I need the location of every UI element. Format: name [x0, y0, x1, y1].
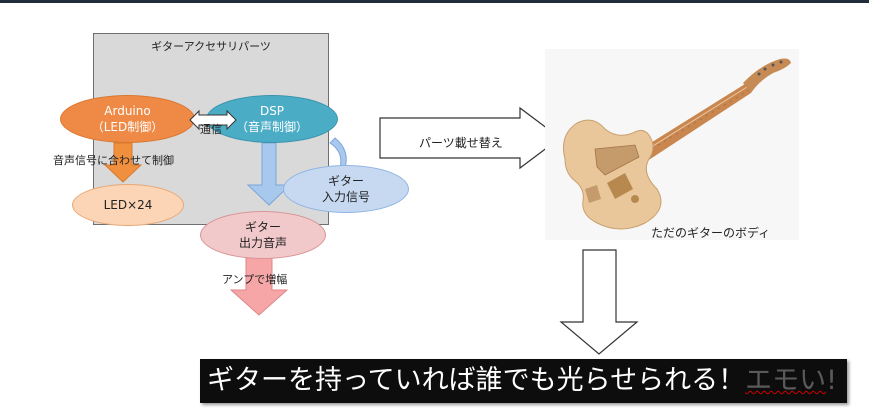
amp-label: アンプで増幅 — [222, 273, 288, 286]
comm-label: 通信 — [200, 123, 222, 136]
banner — [200, 359, 847, 403]
arrow-down-to-banner — [559, 249, 639, 355]
guitar-body-image — [563, 58, 791, 230]
led-label: LED×24 — [103, 198, 153, 212]
banner-main: ギターを持っていれば誰でも光らせられる！ — [207, 365, 746, 396]
dsp-line2: （音声制御） — [235, 120, 308, 134]
dsp-line1: DSP — [259, 104, 285, 118]
arrow-input-curve — [329, 137, 347, 169]
dsp-node: DSP （音声制御） — [206, 95, 338, 143]
guitar-caption: ただのギターのボディ — [651, 226, 771, 240]
sync-label: 音声信号に合わせて制御 — [53, 154, 174, 167]
arrow-parts-swap — [379, 106, 561, 170]
box-title: ギターアクセサリパーツ — [151, 40, 271, 53]
banner-faint: エモい — [745, 365, 827, 396]
guitar-output-node: ギター 出力音声 — [200, 211, 326, 259]
banner-tail: ! — [826, 365, 837, 396]
swap-label: パーツ載せ替え — [419, 136, 503, 150]
arrow-dsp-to-output — [246, 142, 292, 206]
arduino-line2: （LED制御） — [91, 120, 164, 134]
arrow-arduino-to-led — [103, 142, 143, 183]
output-line2: 出力音声 — [238, 236, 287, 250]
arduino-node: Arduino （LED制御） — [60, 95, 195, 143]
led-node: LED×24 — [72, 184, 184, 226]
guitar-input-node: ギター 入力信号 — [283, 165, 409, 213]
input-line2: 入力信号 — [321, 190, 370, 204]
input-line1: ギター — [327, 174, 364, 188]
banner-text: ギターを持っていれば誰でも光らせられる！エモい! — [207, 364, 837, 398]
output-line1: ギター — [244, 220, 281, 234]
comm-arrow — [189, 109, 237, 131]
guitar-body-photo — [545, 49, 799, 240]
arduino-line1: Arduino — [104, 104, 151, 118]
arrow-output-to-amp — [229, 257, 289, 316]
top-bar — [0, 0, 869, 3]
